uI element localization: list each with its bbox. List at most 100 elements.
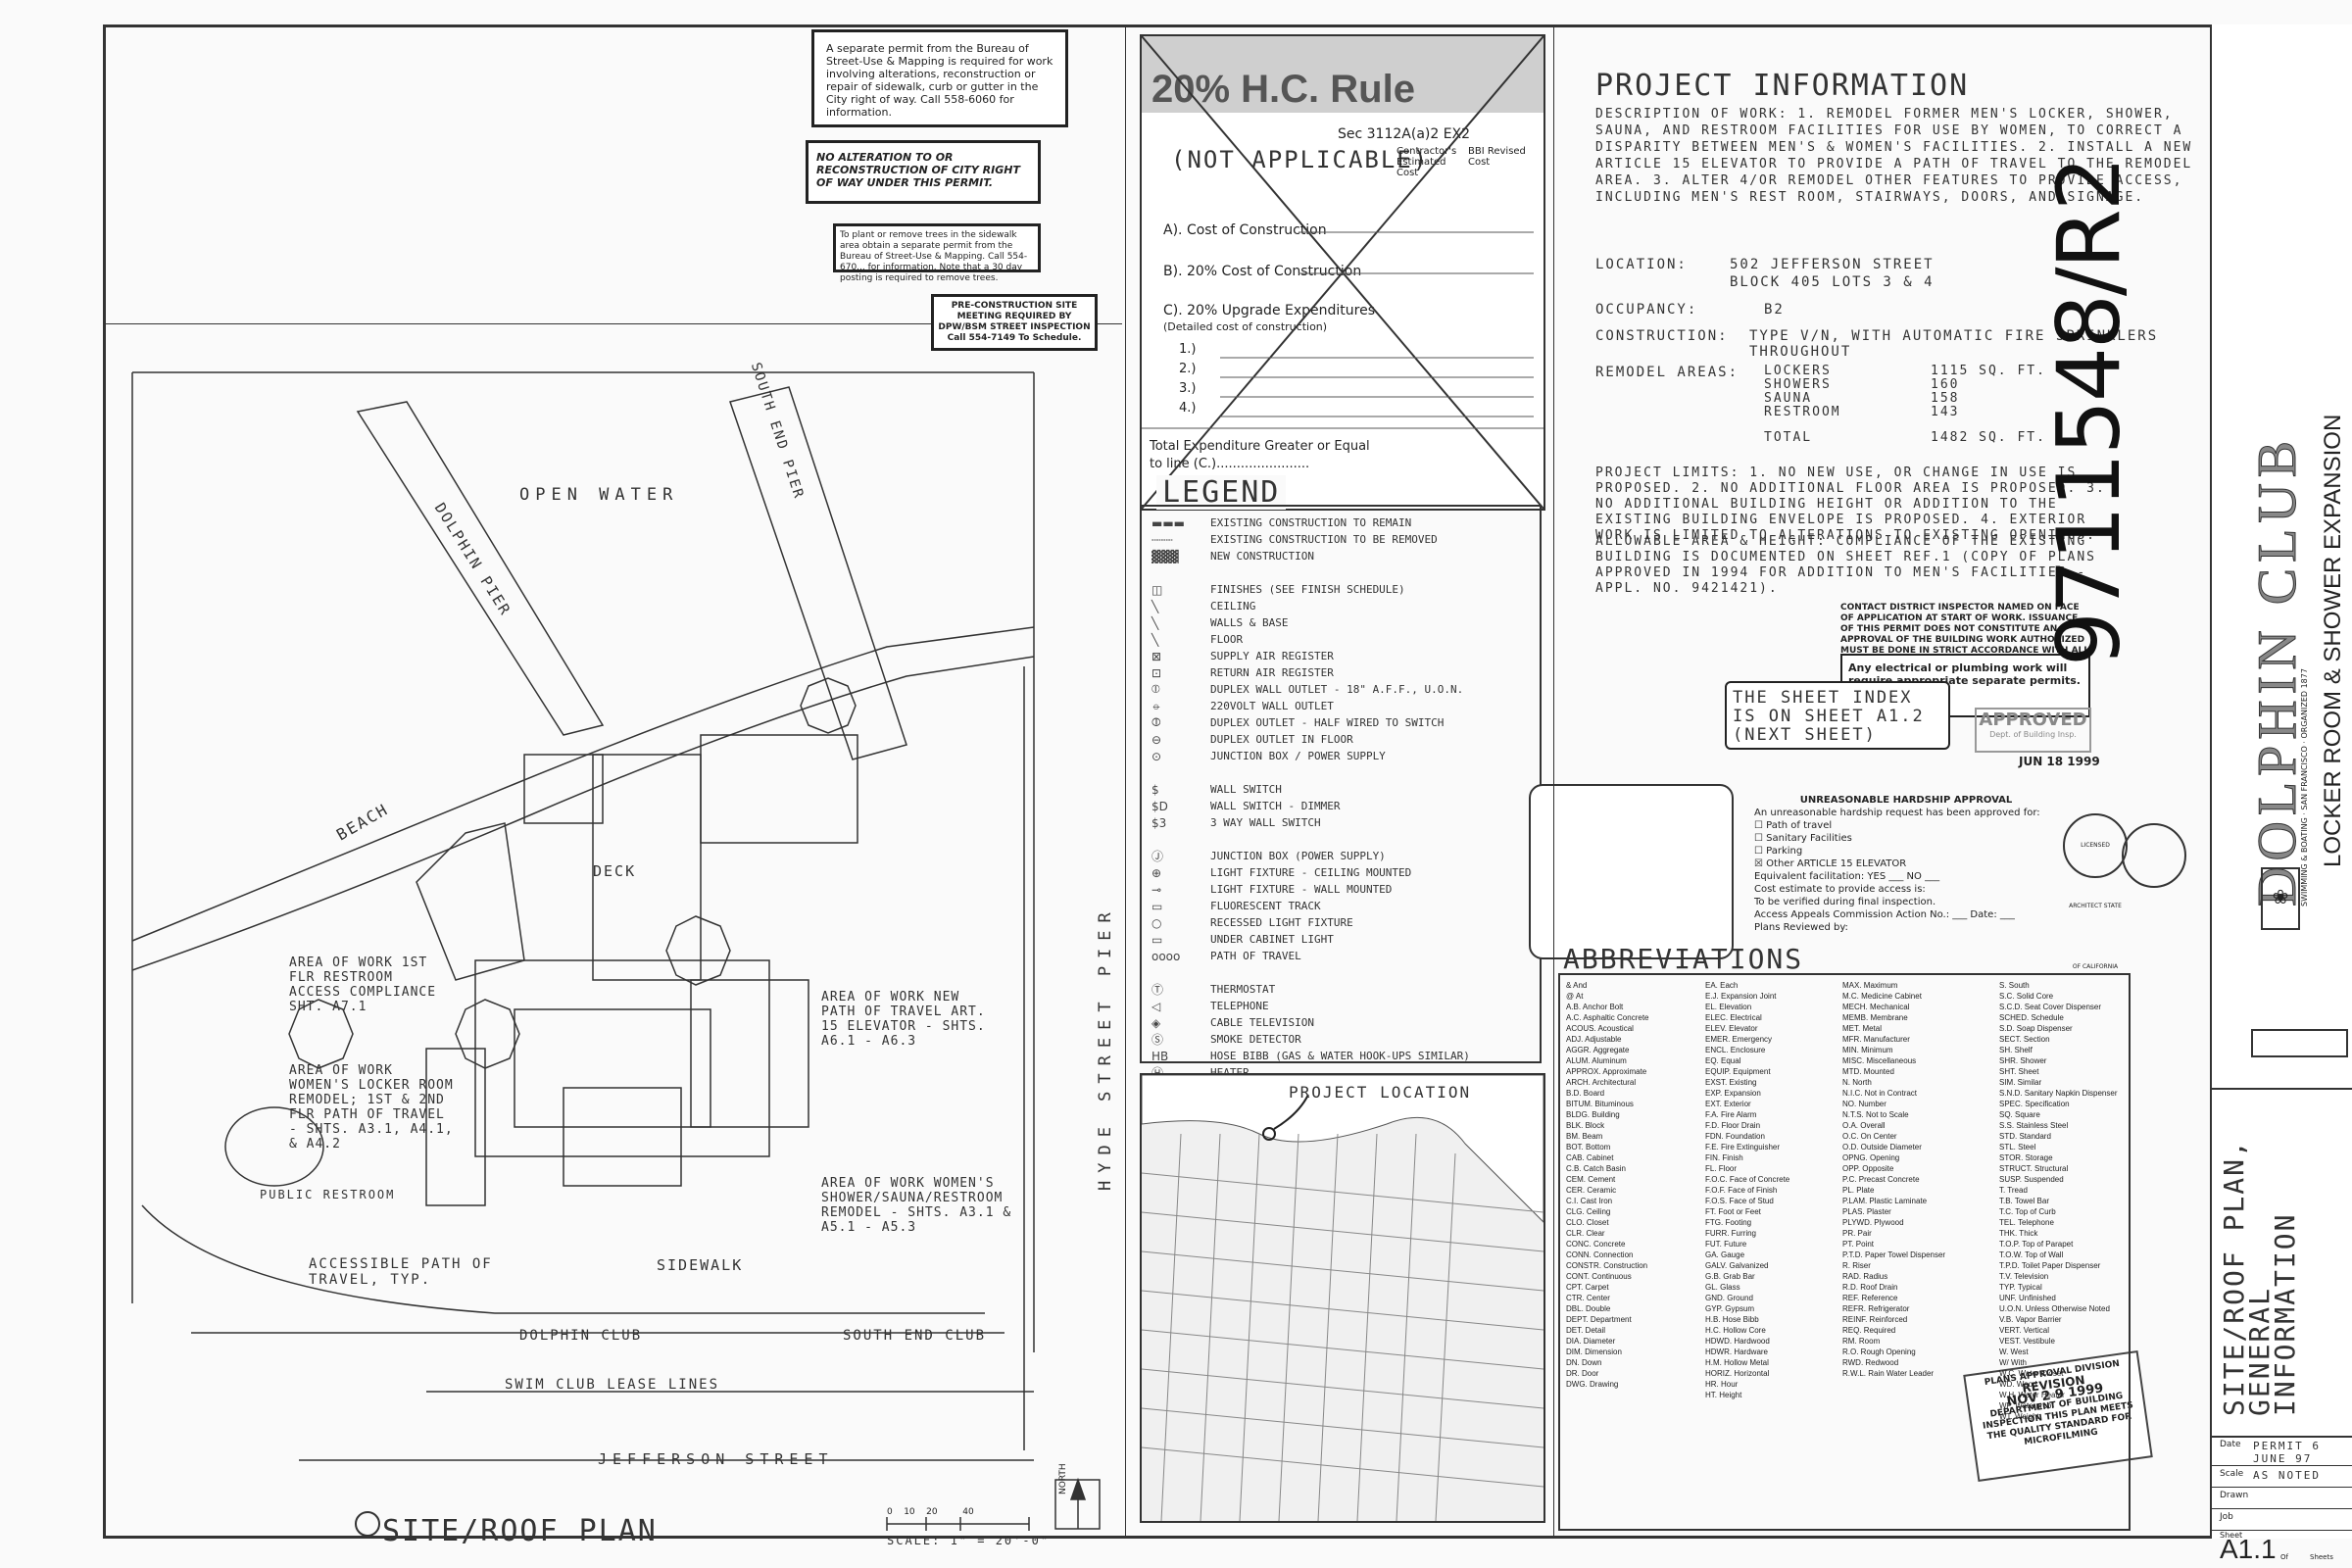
abbreviation-entry: F.D. Floor Drain <box>1705 1121 1761 1130</box>
hc-col-contractor: Contractor's Estimated Cost <box>1396 146 1457 178</box>
abbreviation-entry: R.W.L. Rain Water Leader <box>1842 1369 1935 1378</box>
area-name: LOCKERS <box>1764 364 1832 378</box>
hardship-title: UNREASONABLE HARDSHIP APPROVAL <box>1799 795 2013 806</box>
abbreviation-entry: APPROX. Approximate <box>1566 1067 1647 1076</box>
abbreviation-entry: PLYWD. Plywood <box>1842 1218 1904 1227</box>
abbreviation-entry: DBL. Double <box>1566 1304 1611 1313</box>
club-logo: ❀ <box>2261 867 2300 930</box>
area-value: 1115 SQ. FT. <box>1931 364 2046 378</box>
abbreviation-entry: T.V. Television <box>1999 1272 2049 1281</box>
abbreviation-entry: N. North <box>1842 1078 1872 1087</box>
legend-label: LIGHT FIXTURE - CEILING MOUNTED <box>1210 866 1412 879</box>
hc-row-b: B). 20% Cost of Construction <box>1163 264 1362 279</box>
lease-lines-label: SWIM CLUB LEASE LINES <box>505 1377 720 1393</box>
abbreviation-entry: HORIZ. Horizontal <box>1705 1369 1770 1378</box>
sheet-index-text: THE SHEET INDEX IS ON SHEET A1.2 (NEXT S… <box>1733 688 1925 745</box>
abbreviation-entry: WD. Wood <box>1999 1380 2037 1389</box>
accessible-path-label: ACCESSIBLE PATH OF TRAVEL, TYP. <box>309 1256 493 1288</box>
abbreviation-entry: B.D. Board <box>1566 1089 1605 1098</box>
project-location-title: PROJECT LOCATION <box>1289 1083 1472 1102</box>
abbreviation-entry: U.O.N. Unless Otherwise Noted <box>1999 1304 2110 1313</box>
legend-symbol: ╲ <box>1152 615 1159 630</box>
abbreviation-entry: PLAS. Plaster <box>1842 1207 1891 1216</box>
legend-symbol: ╲ <box>1152 599 1159 613</box>
abbreviation-entry: O.A. Overall <box>1842 1121 1886 1130</box>
legend-symbol: Ⓢ <box>1152 1033 1164 1047</box>
job-label: Job <box>2220 1512 2233 1522</box>
scale-label: Scale <box>2220 1469 2244 1479</box>
scale-bar <box>886 1517 1030 1531</box>
abbreviation-entry: C.I. Cast Iron <box>1566 1197 1613 1205</box>
abbreviation-entry: THK. Thick <box>1999 1229 2038 1238</box>
abbreviation-entry: VERT. Vertical <box>1999 1326 2049 1335</box>
abbreviation-entry: O.C. On Center <box>1842 1132 1897 1141</box>
title-divider-2 <box>2212 1436 2352 1438</box>
preconstruction-note: PRE-CONSTRUCTION SITE MEETING REQUIRED B… <box>931 294 1098 351</box>
area-value: 143 <box>1931 405 1960 419</box>
occupancy-label: OCCUPANCY: <box>1595 302 1698 318</box>
abbreviation-entry: CLG. Ceiling <box>1566 1207 1611 1216</box>
legend-item: ◫FINISHES (SEE FINISH SCHEDULE) <box>1152 581 1530 598</box>
legend-symbol: HB <box>1152 1049 1169 1063</box>
abbreviation-entry: PL. Plate <box>1842 1186 1875 1195</box>
project-description: DESCRIPTION OF WORK: 1. REMODEL FORMER M… <box>1595 107 2193 205</box>
abbreviation-entry: SHT. Sheet <box>1999 1067 2039 1076</box>
project-location-map: PROJECT LOCATION <box>1140 1073 1545 1523</box>
hc-total: Total Expenditure Greater or Equal to li… <box>1150 439 1370 471</box>
legend-label: UNDER CABINET LIGHT <box>1210 933 1334 946</box>
scale-ticks: 0 10 20 40 <box>887 1507 974 1517</box>
hc-rule-title-bar <box>1142 36 1544 113</box>
row-line <box>2212 1465 2352 1466</box>
abbreviation-entry: DIA. Diameter <box>1566 1337 1616 1346</box>
legend-item: $WALL SWITCH <box>1152 781 1530 798</box>
area-total-label: TOTAL <box>1764 430 1813 445</box>
legend-label: WALLS & BASE <box>1210 616 1289 629</box>
legend-symbol: ○ <box>1152 915 1162 930</box>
abbreviation-entry: SECT. Section <box>1999 1035 2050 1044</box>
abbreviation-entry: P.T.D. Paper Towel Dispenser <box>1842 1250 1946 1259</box>
hc-rule-not-applicable: (NOT APPLICABLE) <box>1171 146 1430 173</box>
abbreviation-entry: DWG. Drawing <box>1566 1380 1619 1389</box>
hardship-sub: An unreasonable hardship request has bee… <box>1754 808 2040 818</box>
abbreviation-entry: TYP. Typical <box>1999 1283 2042 1292</box>
legend-item: ⊸LIGHT FIXTURE - WALL MOUNTED <box>1152 881 1530 898</box>
club-sub: SWIMMING & BOATING · SAN FRANCISCO · ORG… <box>2300 668 2309 906</box>
abbreviation-entry: FTG. Footing <box>1705 1218 1752 1227</box>
abbreviation-entry: TEL. Telephone <box>1999 1218 2054 1227</box>
abbreviation-entry: N.I.C. Not in Contract <box>1842 1089 1918 1098</box>
legend-item: ▬▬▬EXISTING CONSTRUCTION TO REMAIN <box>1152 514 1530 531</box>
approved-sub: Dept. of Building Insp. <box>1989 730 2077 739</box>
electrical-text: Any electrical or plumbing work will req… <box>1848 662 2081 687</box>
hc-items: 1.) 2.) 3.) 4.) <box>1179 340 1196 418</box>
abbreviation-entry: NO. Number <box>1842 1100 1886 1108</box>
abbreviation-entry: V.B. Vapor Barrier <box>1999 1315 2062 1324</box>
legend-item: ◁TELEPHONE <box>1152 998 1530 1014</box>
area-total-value: 1482 SQ. FT. <box>1931 430 2046 445</box>
abbreviation-entry: BOT. Bottom <box>1566 1143 1611 1152</box>
no-alteration-text: NO ALTERATION TO OR RECONSTRUCTION OF CI… <box>816 151 1020 189</box>
abbreviation-entry: F.A. Fire Alarm <box>1705 1110 1757 1119</box>
abbreviation-entry: EXST. Existing <box>1705 1078 1757 1087</box>
legend-symbol: $ <box>1152 782 1159 797</box>
of-label: Of <box>2280 1553 2288 1561</box>
abbreviation-entry: T. Tread <box>1999 1186 2028 1195</box>
abbreviation-entry: OPP. Opposite <box>1842 1164 1894 1173</box>
abbreviation-entry: ADJ. Adjustable <box>1566 1035 1622 1044</box>
legend-symbol: ▬▬▬ <box>1152 515 1186 530</box>
abbreviation-entry: W. West <box>1999 1348 2029 1356</box>
abbreviation-entry: R.D. Roof Drain <box>1842 1283 1898 1292</box>
abbreviation-entry: CLO. Closet <box>1566 1218 1609 1227</box>
abbreviation-entry: F.O.C. Face of Concrete <box>1705 1175 1790 1184</box>
legend-label: PATH OF TRAVEL <box>1210 950 1301 962</box>
legend-symbol: ⊖ <box>1152 732 1162 747</box>
legend-symbol: ⦶ <box>1152 682 1160 696</box>
abbreviation-entry: GA. Gauge <box>1705 1250 1745 1259</box>
title-bubble <box>355 1511 380 1537</box>
